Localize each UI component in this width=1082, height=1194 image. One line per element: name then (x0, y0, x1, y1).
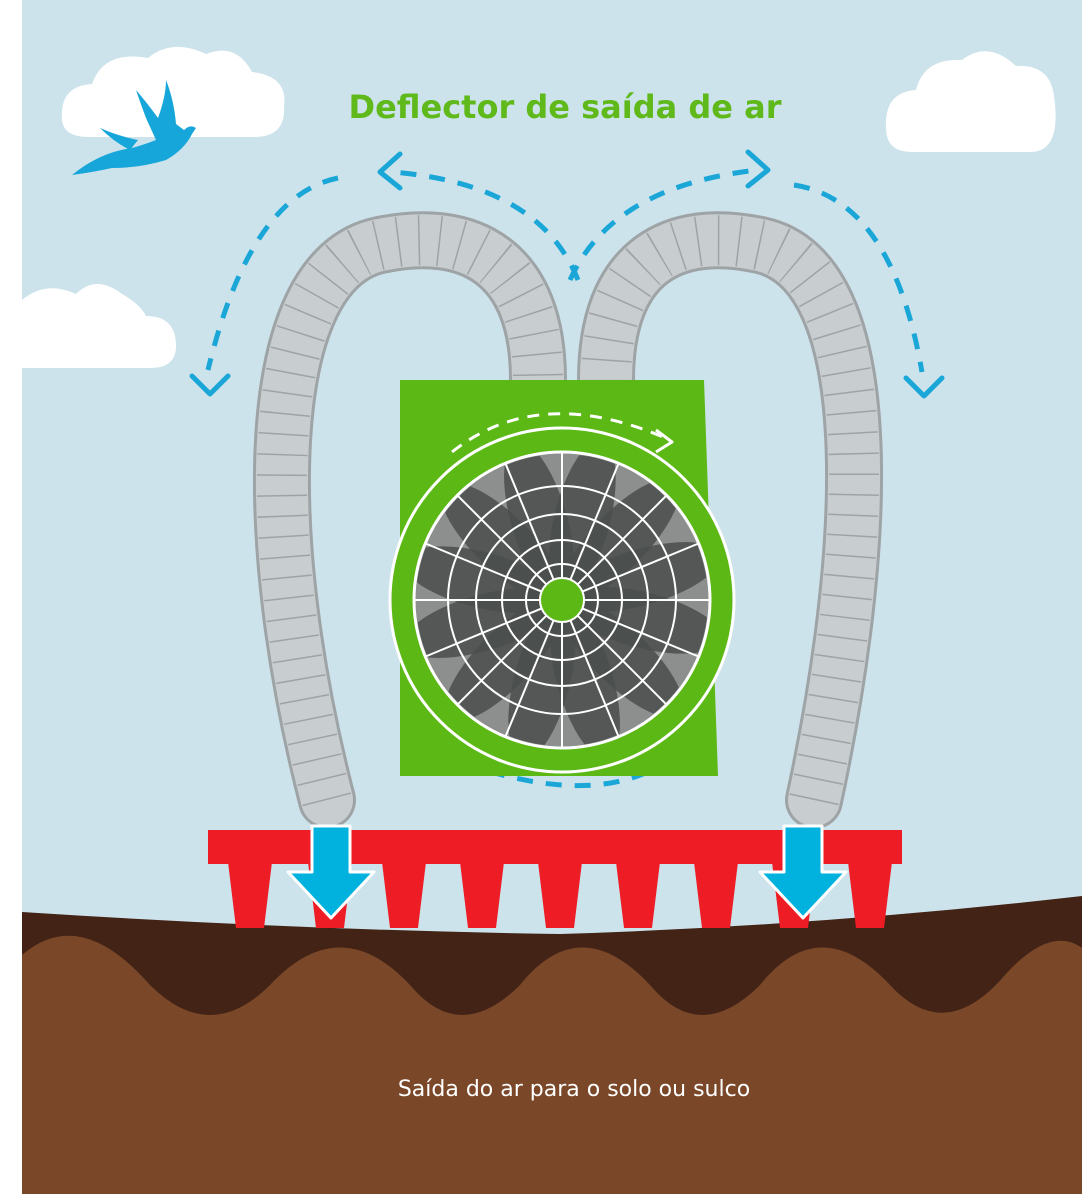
soil (22, 896, 1082, 1194)
grille-spoke (504, 619, 555, 738)
manifold-leg (228, 862, 272, 928)
airflow-arrow-icon (391, 169, 581, 281)
airflow-arrow-icon (205, 175, 339, 371)
fan-hub (539, 577, 585, 623)
fan-blade (416, 546, 559, 614)
down-arrow-icon (286, 824, 376, 920)
fan-icon (388, 380, 736, 776)
cloud-icon (885, 51, 1056, 152)
grille-spoke (504, 462, 555, 581)
left-margin (0, 0, 22, 1194)
diagram-caption: Saída do ar para o solo ou sulco (398, 1077, 750, 1102)
cloud-icon (22, 284, 176, 368)
diagram-title: Deflector de saída de ar (349, 88, 782, 126)
fan-blade (508, 603, 576, 746)
airflow-arrow-icon (793, 182, 925, 373)
manifold-leg (616, 862, 660, 928)
grille-spoke (569, 462, 620, 581)
grille-spoke (424, 607, 543, 658)
arrowhead (189, 373, 231, 397)
grille-spoke (424, 542, 543, 593)
manifold-leg (848, 862, 892, 928)
hose (252, 211, 567, 829)
manifold-leg (382, 862, 426, 928)
fan-grille (414, 452, 710, 748)
grille-spoke (569, 619, 620, 738)
manifold-leg (538, 862, 582, 928)
arrowhead (655, 428, 674, 454)
airflow-arrow-icon (567, 167, 759, 282)
down-arrow-icon (758, 824, 848, 920)
grille-spoke (581, 607, 700, 658)
grille-spoke (576, 494, 668, 586)
grille-spoke (576, 614, 668, 706)
arrowhead (745, 149, 771, 189)
fan-blade (504, 454, 574, 597)
cloud-icon (61, 46, 285, 138)
fan-blade (565, 586, 708, 654)
manifold-leg (694, 862, 738, 928)
hose (577, 211, 884, 829)
soil-furrows (22, 935, 1082, 1194)
grille-spoke (456, 494, 548, 586)
grille-spoke (456, 614, 548, 706)
bird-icon (72, 80, 196, 175)
arrowhead (903, 375, 945, 399)
arrowhead (377, 151, 403, 191)
grille-spoke (581, 542, 700, 593)
manifold-leg (460, 862, 504, 928)
rotation-arrow (451, 412, 671, 454)
hoses (252, 211, 884, 829)
